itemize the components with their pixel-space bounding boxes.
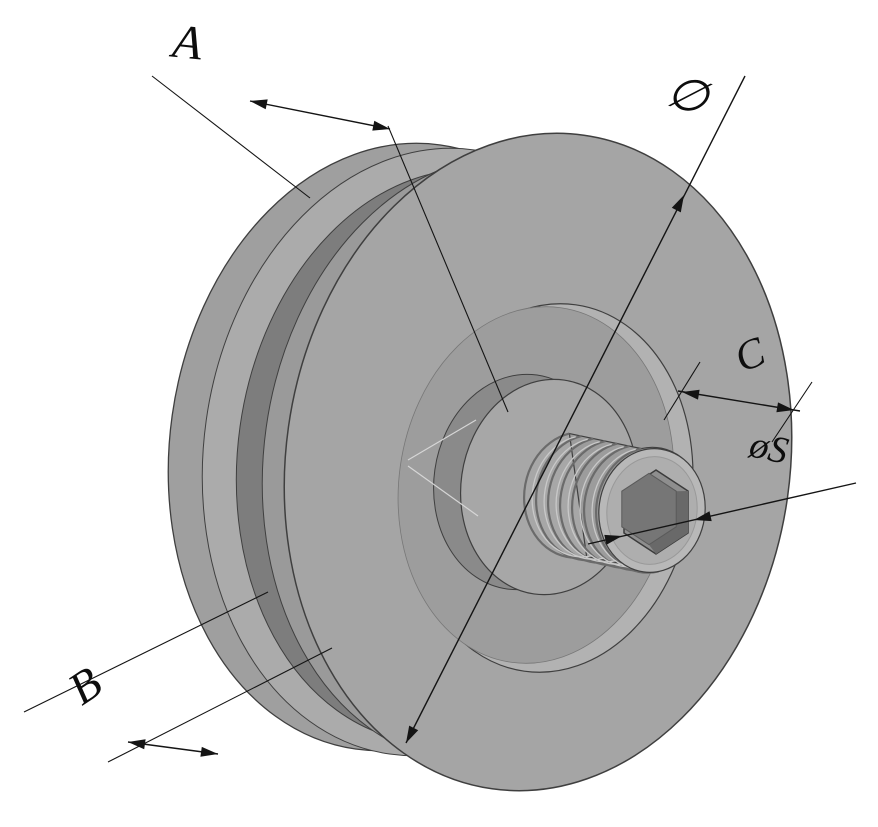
thread-line — [547, 437, 611, 564]
arrowhead — [682, 389, 700, 400]
thread-highlight — [555, 441, 617, 563]
dim-b-witness-1 — [23, 591, 269, 713]
dim-stud-label: øS — [745, 423, 792, 472]
arrowhead — [406, 725, 419, 743]
thread-line — [523, 432, 587, 559]
dim-a-witness-1 — [151, 75, 311, 199]
dim-diameter-label: ∅ — [661, 65, 715, 126]
arrowhead — [372, 120, 390, 131]
dim-c-witness-2 — [771, 381, 813, 443]
arrowhead — [128, 739, 146, 750]
dim-stud-line — [587, 482, 857, 545]
dimension-stud-diameter: øS — [587, 423, 857, 545]
arrowhead — [694, 511, 712, 522]
thread-line — [535, 435, 599, 562]
thread-highlight — [543, 438, 605, 561]
thread-highlight — [531, 436, 593, 558]
thread-line — [583, 445, 647, 572]
face-highlight — [407, 419, 477, 461]
dim-a-line — [249, 100, 391, 130]
thread-line — [559, 440, 623, 567]
pulley-body — [167, 132, 793, 792]
thread-line — [571, 442, 635, 569]
thread-line — [595, 447, 659, 574]
dim-diameter-line — [405, 75, 746, 744]
dim-b-label: B — [59, 656, 111, 714]
face-highlight — [407, 465, 479, 517]
thread-highlight — [579, 446, 641, 568]
dim-a-witness-2 — [387, 125, 509, 413]
arrowhead — [671, 195, 684, 213]
arrowhead — [776, 402, 794, 413]
socket-wall-shade — [649, 491, 688, 554]
arrowhead — [250, 99, 268, 110]
thread-highlight — [567, 443, 629, 566]
dim-a-label: A — [167, 14, 205, 70]
arrowhead — [604, 534, 622, 545]
arrowhead — [200, 746, 218, 757]
dimension-a: A — [151, 14, 509, 413]
dim-b-witness-2 — [107, 647, 333, 763]
